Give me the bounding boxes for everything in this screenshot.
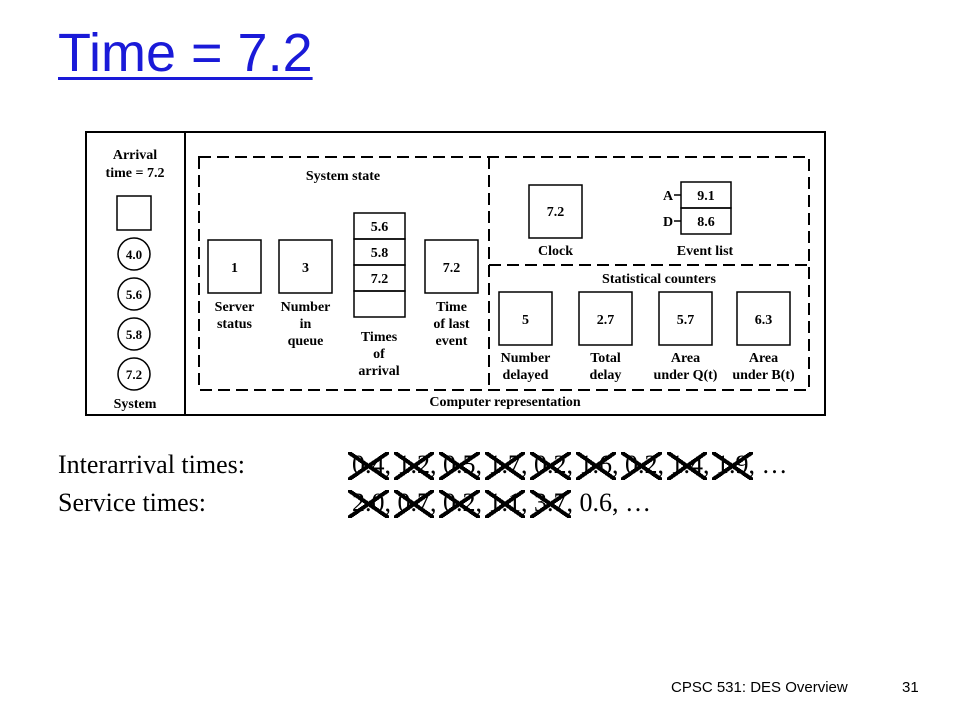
customer-arrival-time: 5.6	[126, 287, 143, 302]
counter-value: 5	[522, 313, 529, 328]
system-label: System	[114, 397, 157, 412]
computer-representation-region	[198, 156, 810, 391]
server-status-value: 1	[231, 261, 238, 276]
times-of-arrival-label: of	[373, 347, 385, 362]
counter-label: under Q(t)	[654, 368, 718, 383]
counter-value: 2.7	[597, 313, 615, 328]
clock-box	[528, 184, 583, 239]
slide-title: Time = 7.2	[58, 23, 313, 83]
page-number: 31	[902, 679, 919, 696]
crossed-out-value: 0.2	[621, 450, 661, 480]
counter-value: 5.7	[677, 313, 695, 328]
crossed-out-value: 1.1	[484, 488, 525, 518]
arrival-time-value: 5.8	[371, 246, 389, 261]
time-of-last-event-label: Time	[436, 300, 467, 315]
event-list-label: Event list	[677, 244, 734, 259]
event-time-cell	[680, 207, 732, 235]
crossed-out-value: 1.2	[393, 450, 434, 480]
crossed-out-value: 1.6	[575, 450, 616, 480]
customer-circle	[117, 357, 151, 391]
counter-label: Area	[671, 351, 700, 366]
crossed-out-value: 3.7	[530, 488, 570, 518]
server-box	[116, 195, 152, 231]
service-label: Service times:	[58, 488, 207, 517]
event-time-value: 8.6	[697, 215, 715, 230]
times-of-arrival-label: arrival	[358, 364, 399, 379]
counter-label: Total	[590, 351, 621, 366]
event-type-label: A	[663, 189, 674, 204]
crossed-out-value: 0.4	[348, 450, 388, 480]
number-in-queue-label: queue	[288, 334, 324, 349]
arrival-time-value: 5.6	[371, 220, 389, 235]
sequence-ellipsis: …	[625, 488, 651, 517]
counter-box	[658, 291, 713, 346]
counter-label: delayed	[503, 368, 549, 383]
time-of-last-event-label: of last	[433, 317, 470, 332]
counter-label: Number	[501, 351, 551, 366]
customer-arrival-time: 5.8	[126, 327, 143, 342]
clock-label: Clock	[538, 244, 573, 259]
event-time-value: 9.1	[697, 189, 715, 204]
customer-arrival-time: 4.0	[126, 247, 142, 262]
arrival-label-line2: time = 7.2	[106, 166, 165, 181]
customer-circle	[117, 237, 151, 271]
time-of-last-event-value: 7.2	[443, 261, 461, 276]
crossed-out-value: 0.5	[439, 450, 479, 480]
crossed-out-value: 1.9	[712, 450, 752, 480]
arrival-label-line1: Arrival	[113, 148, 157, 163]
counter-box	[578, 291, 633, 346]
sequence-value: 0.6	[579, 488, 613, 517]
service-values: 2.0, 0.7, 0.2, 1.1, 3.7, 0.6, …	[348, 488, 651, 518]
interarrival-label: Interarrival times:	[58, 450, 245, 479]
server-status-box	[207, 239, 262, 294]
counter-box	[498, 291, 553, 346]
counter-label: under B(t)	[732, 368, 795, 383]
system-state-label: System state	[306, 169, 380, 184]
time-of-last-event-label: event	[436, 334, 468, 349]
crossed-out-value: 0.2	[530, 450, 570, 480]
clock-value: 7.2	[547, 205, 565, 220]
number-in-queue-value: 3	[302, 261, 309, 276]
customer-circle	[117, 277, 151, 311]
server-status-label: Server	[215, 300, 255, 315]
counter-label: delay	[590, 368, 622, 383]
computer-representation-label: Computer representation	[429, 395, 580, 410]
event-type-label: D	[663, 215, 673, 230]
arrival-time-cell	[353, 290, 406, 318]
server-status-label: status	[217, 317, 253, 332]
counter-value: 6.3	[755, 313, 773, 328]
number-in-queue-label: Number	[281, 300, 331, 315]
time-of-last-event-box	[424, 239, 479, 294]
crossed-out-value: 0.7	[393, 488, 434, 518]
customer-circle	[117, 317, 151, 351]
statistical-counters-label: Statistical counters	[602, 272, 716, 287]
crossed-out-value: 1.4	[666, 450, 707, 480]
crossed-out-value: 0.2	[439, 488, 479, 518]
counter-box	[736, 291, 791, 346]
footer-course: CPSC 531: DES Overview	[671, 679, 848, 696]
crossed-out-value: 2.0	[348, 488, 388, 518]
number-in-queue-label: in	[300, 317, 312, 332]
times-of-arrival-label: Times	[361, 330, 398, 345]
counter-label: Area	[749, 351, 778, 366]
interarrival-values: 0.4, 1.2, 0.5, 1.7, 0.2, 1.6, 0.2, 1.4, …	[348, 450, 788, 480]
arrival-time-value: 7.2	[371, 272, 389, 287]
sequence-ellipsis: …	[761, 450, 788, 479]
number-in-queue-box	[278, 239, 333, 294]
customer-arrival-time: 7.2	[126, 367, 142, 382]
diagram-outer-frame	[85, 131, 826, 416]
crossed-out-value: 1.7	[484, 450, 525, 480]
